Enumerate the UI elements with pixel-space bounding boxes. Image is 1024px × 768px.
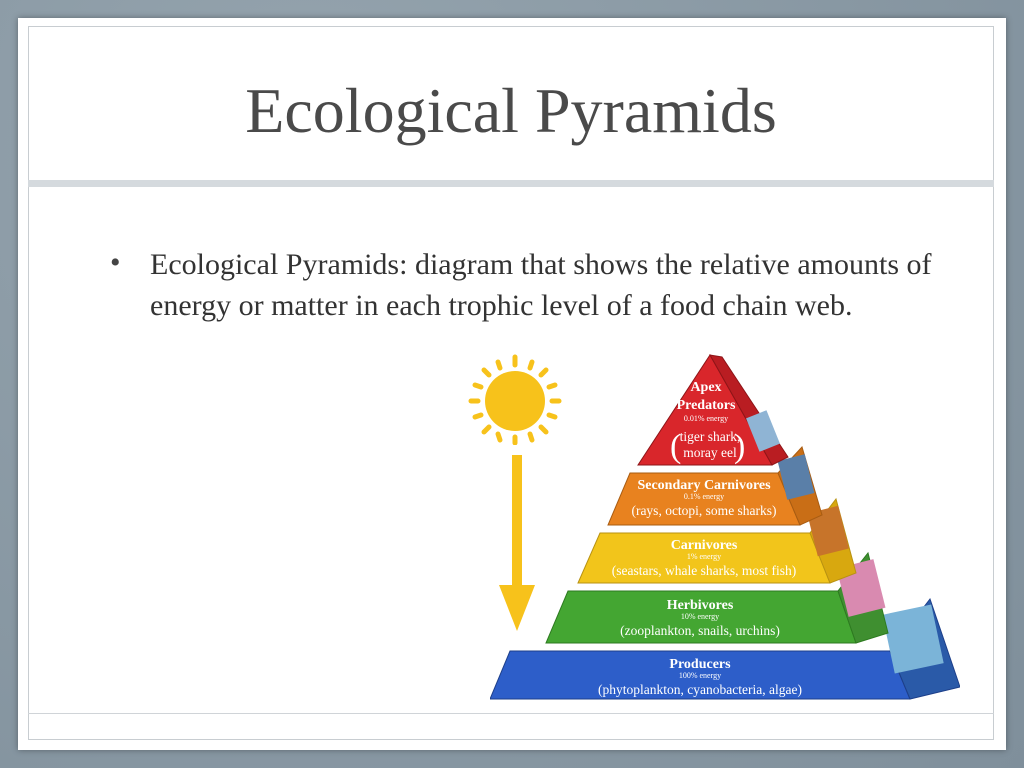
apex-predators-photo (746, 410, 780, 452)
secondary-carnivores-energy: 0.1% energy (684, 492, 724, 501)
apex-energy: 0.01% energy (684, 414, 728, 423)
slide-title: Ecological Pyramids (245, 75, 777, 146)
pyramid-level-secondary-carnivores: Secondary Carnivores 0.1% energy (rays, … (607, 446, 823, 526)
down-arrow-icon (499, 455, 535, 631)
apex-name-line1: Apex (690, 380, 721, 395)
secondary-carnivores-photo (777, 454, 815, 500)
apex-examples-line2: moray eel (683, 445, 737, 460)
carnivores-name: Carnivores (671, 538, 738, 553)
footer-divider (28, 713, 994, 714)
producers-examples: (phytoplankton, cyanobacteria, algae) (598, 682, 802, 697)
bullet-text: Ecological Pyramids: diagram that shows … (150, 248, 932, 322)
slide: Ecological Pyramids • Ecological Pyramid… (18, 18, 1006, 750)
slide-frame (28, 26, 994, 740)
producers-name: Producers (669, 657, 731, 672)
herbivores-energy: 10% energy (681, 612, 719, 621)
secondary-carnivores-examples: (rays, octopi, some sharks) (631, 503, 776, 518)
pyramid-level-apex-predators: Apex Predators 0.01% energy ( tiger shar… (637, 354, 789, 466)
herbivores-name: Herbivores (667, 598, 734, 613)
ecological-pyramid: Producers 100% energy (phytoplankton, cy… (490, 354, 960, 700)
apex-name-line2: Predators (677, 398, 736, 413)
title-area: Ecological Pyramids (28, 26, 994, 180)
pyramid-level-producers: Producers 100% energy (phytoplankton, cy… (490, 597, 960, 700)
herbivores-examples: (zooplankton, snails, urchins) (620, 623, 780, 638)
carnivores-photo (807, 505, 849, 557)
carnivores-energy: 1% energy (687, 552, 721, 561)
pyramid-level-herbivores: Herbivores 10% energy (zooplankton, snai… (545, 551, 889, 644)
producers-energy: 100% energy (679, 671, 721, 680)
secondary-carnivores-name: Secondary Carnivores (637, 478, 771, 493)
apex-paren-close: ) (734, 428, 745, 465)
apex-paren-open: ( (670, 428, 681, 465)
carnivores-examples: (seastars, whale sharks, most fish) (612, 563, 796, 578)
bullet-icon: • (110, 246, 121, 279)
title-divider (28, 180, 994, 187)
apex-examples-line1: tiger shark, (680, 429, 741, 444)
producers-photo (882, 604, 944, 674)
pyramid-level-carnivores: Carnivores 1% energy (seastars, whale sh… (577, 497, 857, 584)
sun-icon (468, 354, 562, 445)
